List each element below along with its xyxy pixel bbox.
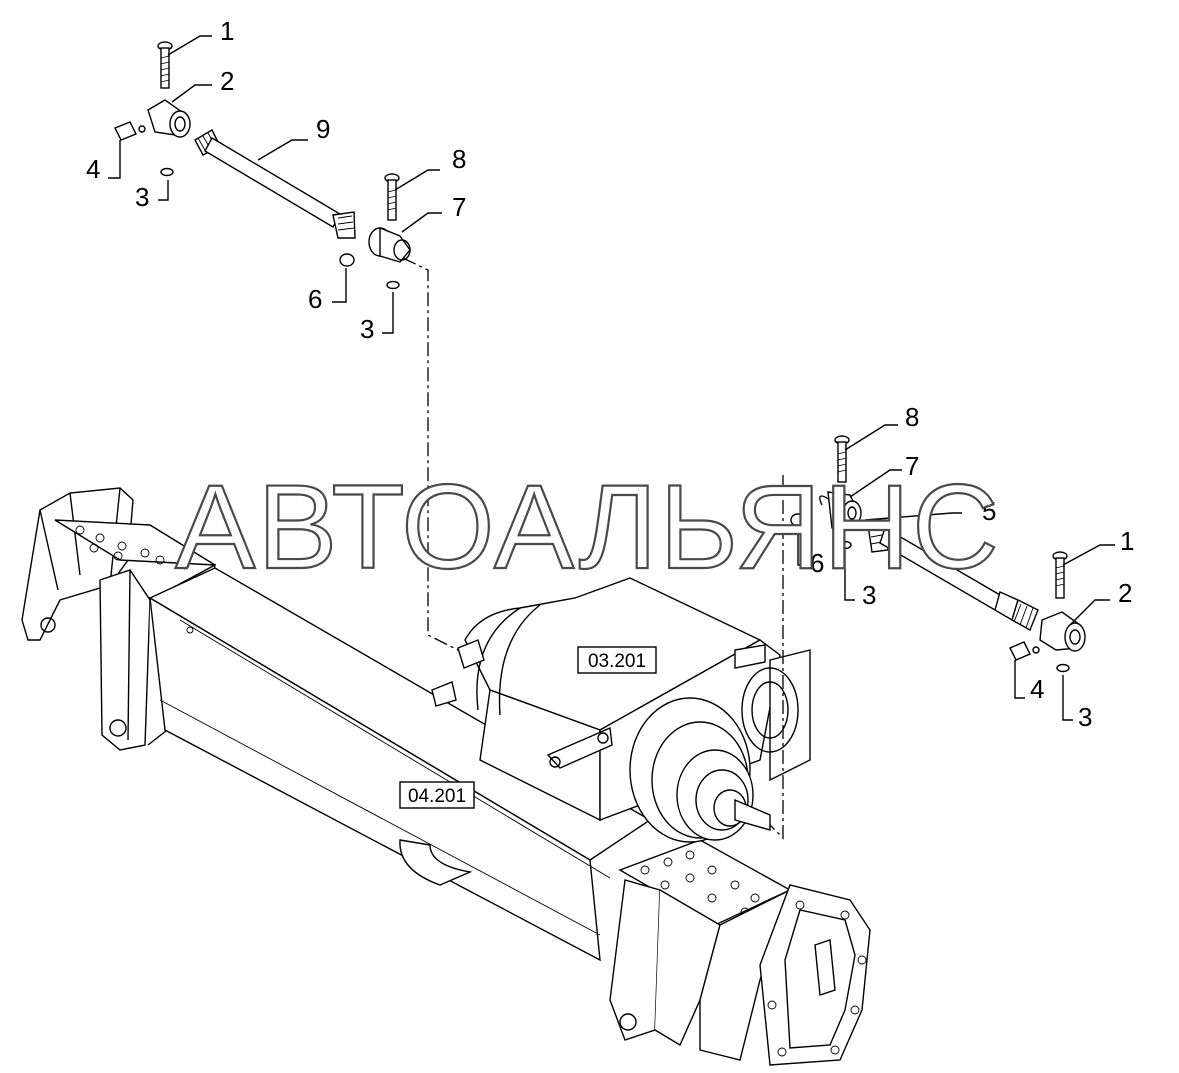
assembly-line-left (402, 257, 459, 651)
callout-8-right: 8 (905, 402, 919, 432)
callout-3-top: 3 (135, 182, 149, 212)
callout-6-top: 6 (308, 284, 322, 314)
reference-box-03201[interactable]: 03.201 (577, 646, 657, 674)
callout-9: 9 (316, 114, 330, 144)
callout-3-mid: 3 (360, 314, 374, 344)
callout-5: 5 (982, 496, 996, 526)
callout-4-right: 4 (1030, 674, 1044, 704)
callout-1-right: 1 (1120, 526, 1134, 556)
callout-labels: 1 2 4 3 9 8 7 6 3 8 7 5 6 3 1 2 4 3 (86, 16, 1134, 732)
reference-box-04201[interactable]: 04.201 (399, 781, 475, 809)
shaft-assembly-right (790, 435, 1086, 673)
assembly-line-right (769, 475, 784, 840)
callout-7-top: 7 (452, 192, 466, 222)
callout-leaders (108, 35, 1115, 721)
callout-3-right: 3 (862, 580, 876, 610)
watermark-text: АВТОАЛЬЯНС (175, 460, 1000, 594)
callout-2-right: 2 (1118, 578, 1132, 608)
callout-4-top: 4 (86, 154, 100, 184)
differential-housing (431, 577, 811, 843)
axle-housing (21, 487, 871, 1066)
callout-1-top: 1 (220, 16, 234, 46)
bolt-1-top (157, 41, 173, 89)
shaft-assembly-top (114, 41, 411, 290)
ref-label-03201: 03.201 (588, 651, 646, 672)
callout-6-right: 6 (810, 548, 824, 578)
ref-label-04201: 04.201 (408, 786, 466, 807)
callout-3-bottom: 3 (1078, 702, 1092, 732)
callout-8-top: 8 (452, 144, 466, 174)
callout-2-top: 2 (220, 66, 234, 96)
callout-7-right: 7 (905, 451, 919, 481)
